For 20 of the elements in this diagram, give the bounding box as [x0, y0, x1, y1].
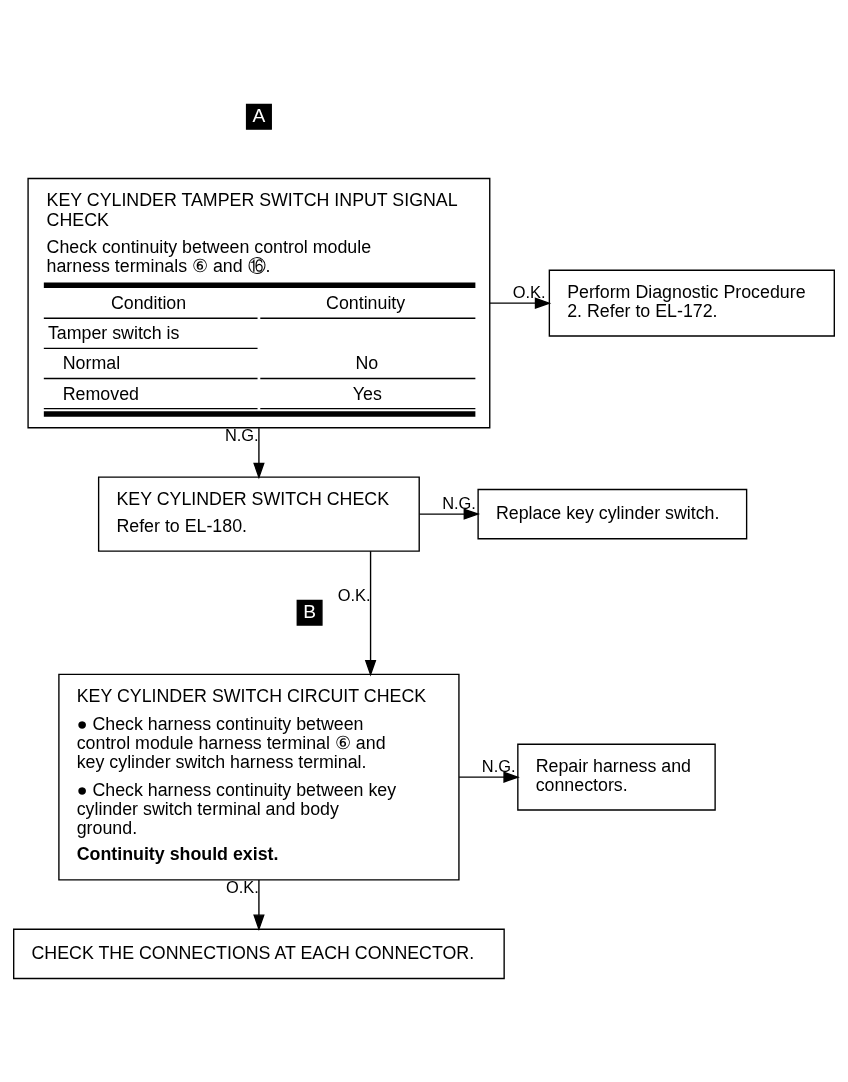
edge-label: N.G. [442, 493, 476, 512]
arrow [253, 427, 265, 479]
node-box: KEY CYLINDER SWITCH CHECK Refer to EL-180. [97, 475, 420, 552]
arrow [418, 507, 481, 520]
edge-label: O.K. [512, 282, 546, 301]
edge-label: O.K. [337, 585, 371, 604]
node-box: Replace key cylinder switch. [477, 488, 748, 539]
arrow [458, 770, 520, 783]
edge-label: N.G. [481, 756, 516, 775]
arrow [489, 296, 552, 309]
node-box: KEY CYLINDER TAMPER SWITCH INPUT SIGNAL CHECK Check continuity between control module harness terminals ⑥ and ⑯. Condition Continuity Tamper switch is Normal No Removed Yes [27, 177, 491, 428]
node-box: Perform Diagnostic Procedure 2. Refer to EL-172. [548, 269, 835, 337]
label: B [303, 600, 316, 622]
arrow [253, 878, 265, 931]
node-box: KEY CYLINDER SWITCH CIRCUIT CHECK ● Check harness continuity between control module harness terminal ⑥ and key cylinder switch harness terminal. ● Check harness continuity between key cylinder switch terminal and body ground. Continuity should exist. [58, 673, 460, 881]
node-box: CHECK THE CONNECTIONS AT EACH CONNECTOR. [13, 928, 505, 979]
arrow [364, 550, 377, 676]
edge-label: N.G. [224, 425, 259, 444]
label: A [252, 104, 266, 126]
node-box: Repair harness and connectors. [517, 743, 716, 811]
